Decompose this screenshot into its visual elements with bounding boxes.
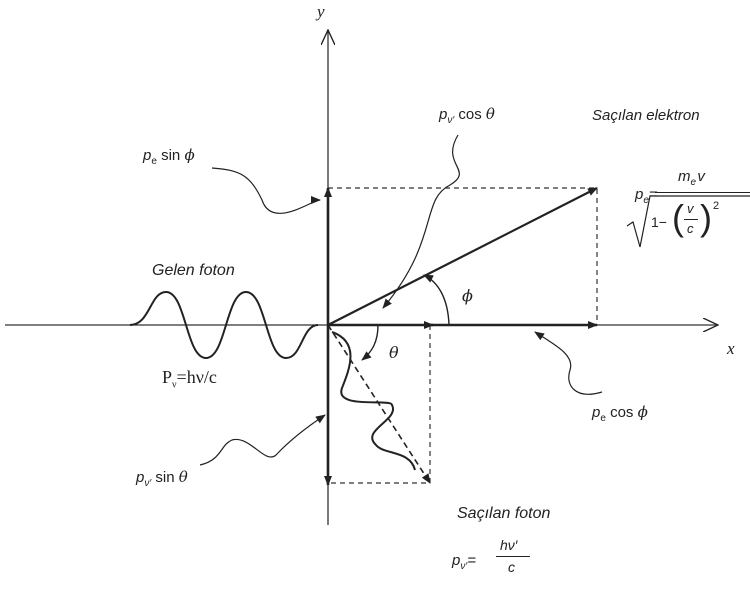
pe-cos-label: pe cos ϕ <box>592 403 648 424</box>
pv-cos-pointer <box>382 134 460 309</box>
theta-label: θ <box>389 343 399 362</box>
phi-label: ϕ <box>462 286 473 305</box>
theta-arc <box>361 324 379 361</box>
scattered-photon-label: Saçılan foton <box>457 505 551 522</box>
photon-momentum-vector <box>327 324 431 484</box>
phi-arc <box>423 274 450 326</box>
electron-projection-box <box>328 187 598 325</box>
pe-sin-pointer <box>211 167 321 214</box>
pe-sin-label: pe sin ϕ <box>143 146 195 167</box>
pe-cos-pointer <box>534 331 603 395</box>
x-axis-label: x <box>727 339 735 358</box>
incident-photon-momentum: Pν=hν/c <box>162 367 217 391</box>
incident-photon-wave <box>129 290 319 360</box>
pv-cos-label: pν′ cos θ <box>439 105 495 126</box>
sqrt-symbol <box>626 195 750 248</box>
incident-photon-label: Gelen foton <box>152 262 235 279</box>
y-axis-label: y <box>317 2 325 21</box>
scattered-photon-wave <box>331 331 416 471</box>
electron-momentum-vector <box>327 187 598 326</box>
scattered-electron-label: Saçılan elektron <box>592 107 700 124</box>
pv-sin-pointer <box>199 414 326 466</box>
pv-sin-label: pν′ sin θ <box>136 468 188 489</box>
